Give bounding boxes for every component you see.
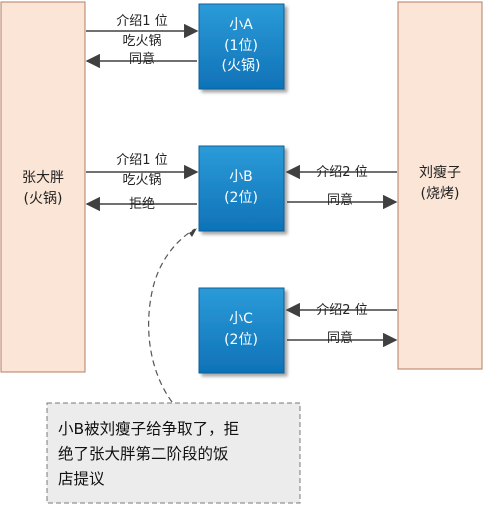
edge-zhang-to-b-label-1: 介绍1 位 (116, 153, 167, 168)
node-a-pref: (火锅) (222, 58, 261, 74)
callout-note-line-2: 绝了张大胖第二阶段的饭 (58, 445, 229, 463)
node-a-count: (1位) (224, 38, 258, 54)
node-a-box (198, 3, 285, 90)
node-zhang-box (0, 1, 86, 373)
node-xiao-a: 小A (1位) (火锅) (198, 3, 285, 90)
node-c-box (198, 287, 285, 374)
node-b-name: 小B (229, 169, 253, 185)
node-zhang-dapang: 张大胖 (火锅) (0, 1, 86, 373)
node-a-name: 小A (229, 17, 253, 33)
edge-c-to-liu-label: 同意 (327, 330, 353, 346)
callout-note-box (46, 402, 301, 504)
node-c-count: (2位) (224, 332, 258, 348)
edge-zhang-to-b-label-2: 吃火锅 (122, 172, 161, 188)
node-c-name: 小C (229, 311, 253, 327)
node-b-box (198, 145, 285, 232)
edge-b-to-liu-label: 同意 (327, 192, 353, 208)
node-liu-pref: (烧烤) (421, 186, 460, 202)
node-zhang-name: 张大胖 (22, 170, 64, 186)
node-xiao-b: 小B (2位) (198, 145, 285, 232)
node-b-count: (2位) (224, 190, 258, 206)
node-liu-name: 刘瘦子 (419, 164, 461, 181)
node-xiao-c: 小C (2位) (198, 287, 285, 374)
node-liu-box (397, 1, 483, 370)
callout-note-line-1: 小B被刘瘦子给争取了，拒 (58, 420, 239, 438)
edge-zhang-to-a-label-2: 吃火锅 (122, 33, 161, 49)
edge-liu-to-c-label: 介绍2 位 (316, 303, 367, 318)
edge-zhang-to-a-label-1: 介绍1 位 (116, 14, 167, 29)
callout-arrowhead (189, 228, 197, 237)
callout-note-line-3: 店提议 (58, 470, 105, 488)
node-liu-shouzi: 刘瘦子 (烧烤) (397, 1, 483, 370)
edge-liu-to-b-label: 介绍2 位 (316, 165, 367, 180)
callout-note: 小B被刘瘦子给争取了，拒 绝了张大胖第二阶段的饭 店提议 (46, 402, 301, 504)
edge-a-to-zhang-label: 同意 (129, 51, 155, 67)
node-zhang-pref: (火锅) (24, 191, 63, 207)
callout-connector (148, 228, 196, 403)
edge-b-to-zhang-label: 拒绝 (129, 196, 155, 212)
